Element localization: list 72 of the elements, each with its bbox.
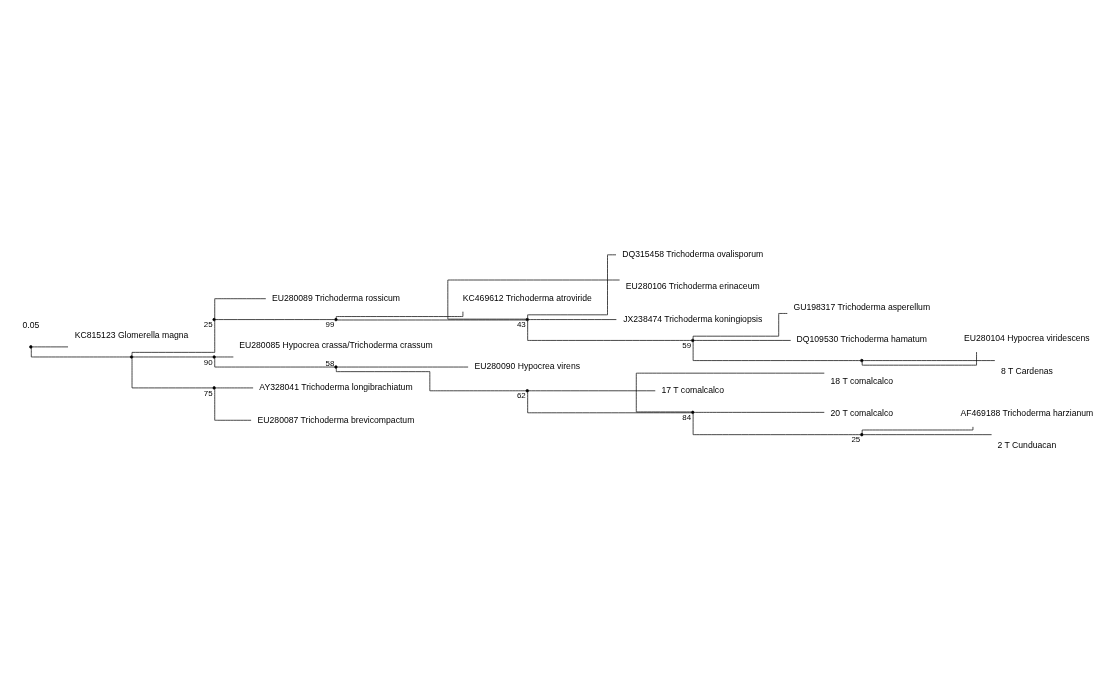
node-text: 2 T Cunduacan [997,439,1057,450]
connector [337,366,469,367]
node-label: 84 [682,412,692,422]
connector [692,340,861,361]
connector [861,351,977,366]
node-text: KC469612 Trichoderma atroviride [462,292,592,303]
node-label: 58 [325,358,335,368]
node-text: EU280106 Trichoderma erinaceum [625,280,760,291]
node-point [525,388,529,392]
node-text: EU280089 Trichoderma rossicum [271,292,400,303]
node-text: 8 T Cardenas [1000,365,1053,376]
connector [862,359,996,361]
connector [528,318,617,320]
connector [131,320,216,356]
node-text: EU280085 Hypocrea crassa/Trichoderma crassum [239,339,433,350]
node-label: 62 [516,390,526,400]
node-point [860,432,864,436]
node-label: 59 [682,340,692,350]
node-point [691,338,695,342]
node-text: AF469188 Trichoderma harzianum [960,407,1094,418]
connector [31,346,69,347]
node-point [212,317,216,321]
node-point [212,354,216,359]
node-text: 18 T comalcalco [830,375,894,386]
connector [215,318,335,320]
node-text: EU280090 Hypocrea virens [474,360,581,371]
connector [861,426,974,434]
node-point [334,317,338,321]
connector [215,387,254,388]
connector [30,347,131,357]
node-point [212,385,216,390]
connector [214,357,335,367]
connector [335,367,527,391]
connector [447,279,620,319]
node-text: DQ109530 Trichoderma hamatum [796,333,927,344]
node-label: 25 [203,319,213,329]
node-text: EU280087 Trichoderma brevicompactum [257,414,415,425]
node-text: DQ315458 Trichoderma ovalisporum [622,248,764,259]
connector [336,319,527,320]
connector [862,433,992,435]
node-text: KC815123 Glomerella magna [74,329,189,340]
node-text: 17 T comalcalco [661,384,724,395]
connector [131,357,214,388]
connector [527,320,692,341]
connector [527,391,692,413]
node-point [860,358,864,362]
node-text: 20 T comalcalco [830,407,894,418]
connector [132,356,214,357]
node-label: 75 [203,388,213,398]
node-label: 90 [203,357,213,367]
connector [635,372,825,412]
node-text: GU198317 Trichoderma asperellum [793,301,931,312]
node-label: 43 [516,319,526,329]
connector [335,310,464,318]
node-point [334,364,338,369]
node-text: AY328041 Trichoderma longibrachiatum [259,381,413,392]
connector [214,388,252,421]
node-point [691,410,695,414]
connector [214,297,267,319]
node-text: JX238474 Trichoderma koningiopsis [623,313,763,324]
connector [693,339,792,341]
connector [692,412,861,435]
node-label: 25 [851,434,861,444]
node-label: 99 [325,319,335,329]
connector [215,356,234,357]
node-text: EU280104 Hypocrea viridescens [964,332,1090,343]
node-point [525,317,529,321]
node-point [29,344,33,349]
node-point [129,354,134,359]
connector [693,411,825,413]
connector [528,389,656,391]
label: 0.05 [22,319,40,330]
